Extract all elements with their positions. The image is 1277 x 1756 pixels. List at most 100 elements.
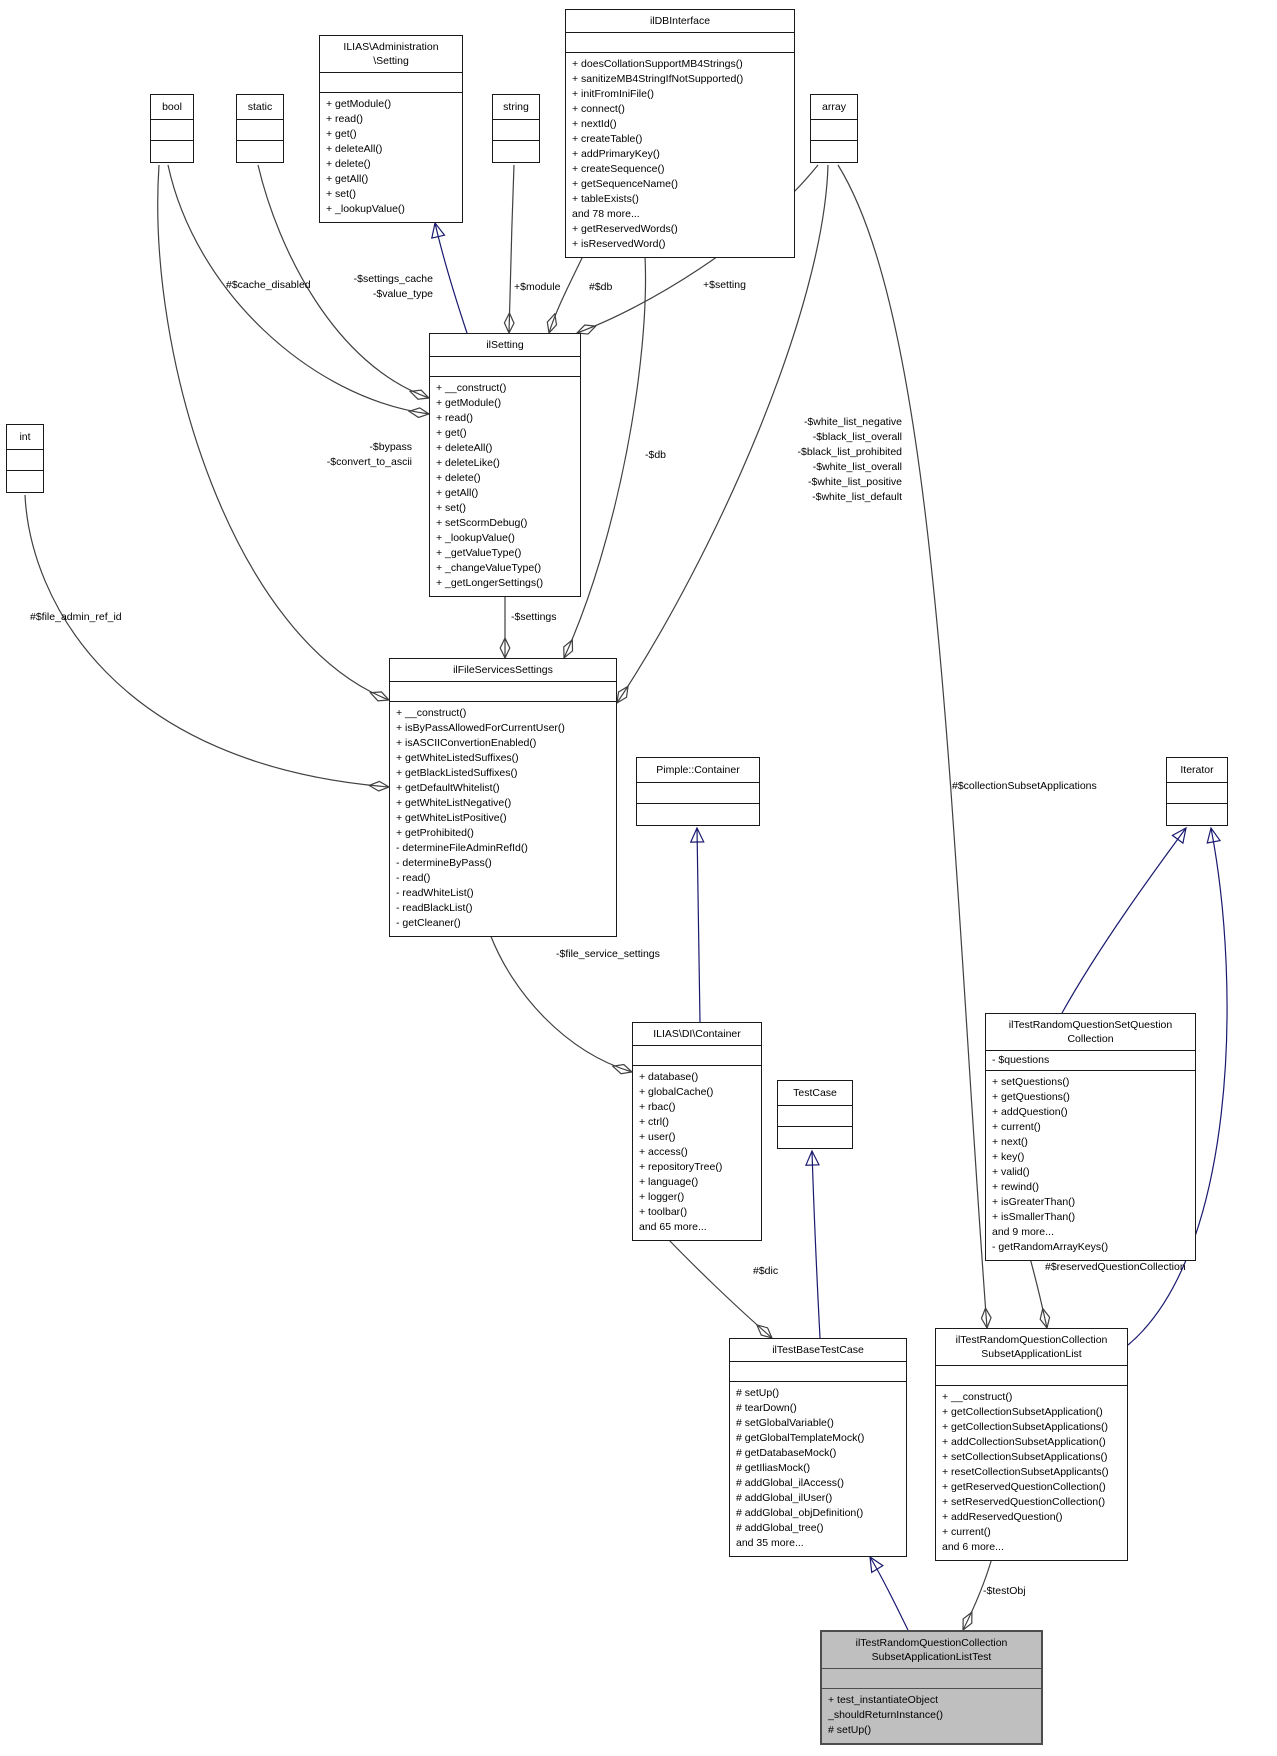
member-row: + key()	[992, 1151, 1025, 1163]
class-iltestrandomquestioncollectionsubsetapplicationlist[interactable]: ilTestRandomQuestionCollection SubsetApp…	[935, 1328, 1128, 1561]
member-row: + language()	[639, 1176, 699, 1188]
member-row: + isGreaterThan()	[992, 1196, 1076, 1208]
member-row: # tearDown()	[736, 1402, 797, 1414]
member-row: + read()	[436, 412, 474, 424]
member-row: + valid()	[992, 1166, 1030, 1178]
class-attributes	[936, 1366, 1127, 1386]
class-iterator: Iterator	[1166, 757, 1228, 826]
class-ildbinterface[interactable]: ilDBInterface + doesCollationSupportMB4S…	[565, 9, 795, 258]
class-iltestbasetestcase[interactable]: ilTestBaseTestCase # setUp() # tearDown()…	[729, 1338, 907, 1557]
class-title: static	[237, 95, 283, 120]
member-row: + getAll()	[436, 487, 479, 499]
member-row: -$white_list_overall	[812, 461, 902, 473]
member-row: + _getLongerSettings()	[436, 577, 544, 589]
edge-label-settings-cache: -$settings_cache-$value_type	[313, 272, 433, 302]
class-attributes	[637, 783, 759, 804]
class-methods: + doesCollationSupportMB4Strings()+ sani…	[566, 53, 794, 257]
member-row: - readWhiteList()	[396, 887, 474, 899]
member-row: + __construct()	[436, 382, 507, 394]
member-row: + database()	[639, 1071, 699, 1083]
class-ilias-administration-setting[interactable]: ILIAS\Administration \Setting + getModul…	[319, 35, 463, 223]
member-row: -$black_list_prohibited	[797, 446, 902, 458]
member-row: + initFromIniFile()	[572, 88, 654, 100]
inherit-subsetapplicationlist-iterator	[1127, 826, 1228, 1346]
member-row: -$convert_to_ascii	[326, 456, 412, 468]
class-int: int	[6, 424, 44, 493]
class-attributes	[822, 1669, 1041, 1689]
class-methods	[637, 804, 759, 825]
class-iltestrandomquestionsetquestioncollection[interactable]: ilTestRandomQuestionSetQuestion Collecti…	[985, 1013, 1196, 1261]
member-row: + rewind()	[992, 1181, 1039, 1193]
class-attributes	[811, 120, 857, 141]
member-row: # setUp()	[736, 1387, 780, 1399]
member-row: + _changeValueType()	[436, 562, 542, 574]
member-row: + nextId()	[572, 118, 617, 130]
member-row: + rbac()	[639, 1101, 676, 1113]
class-ilfileservicessettings[interactable]: ilFileServicesSettings + __construct() + …	[389, 658, 617, 937]
member-row: # setUp()	[828, 1724, 872, 1736]
edge-label-cache-disabled: #$cache_disabled	[226, 279, 311, 291]
edge-label-file-admin-ref-id: #$file_admin_ref_id	[30, 611, 122, 623]
class-bool: bool	[150, 94, 194, 163]
inherit-iltestbasetestcase-testcase	[805, 1149, 821, 1339]
edge-label-test-obj: -$testObj	[983, 1585, 1026, 1597]
class-title: string	[493, 95, 539, 120]
member-row: + getProhibited()	[396, 827, 474, 839]
member-row: + toolbar()	[639, 1206, 688, 1218]
edge-label-dic: #$dic	[753, 1265, 779, 1277]
member-row: + getAll()	[326, 173, 369, 185]
edge-ilfileservicessettings-dicontainer	[489, 933, 632, 1072]
class-testcase: TestCase	[777, 1080, 853, 1149]
member-row: + next()	[992, 1136, 1028, 1148]
member-row: + _lookupValue()	[326, 203, 405, 215]
member-row: -$bypass	[369, 441, 412, 453]
member-row: + connect()	[572, 103, 625, 115]
inherit-dicontainer-pimple	[689, 826, 705, 1023]
member-row: + delete()	[326, 158, 371, 170]
member-row: - $questions	[992, 1054, 1050, 1066]
class-ilsetting[interactable]: ilSetting + __construct()+ getModule()+ …	[429, 333, 581, 597]
member-row: + getBlackListedSuffixes()	[396, 767, 518, 779]
class-string: string	[492, 94, 540, 163]
member-row: # getDatabaseMock()	[736, 1447, 837, 1459]
class-methods	[151, 141, 193, 162]
edge-label-white-lists: -$white_list_negative-$black_list_overal…	[752, 415, 902, 505]
member-row: + repositoryTree()	[639, 1161, 723, 1173]
class-title: ilTestBaseTestCase	[730, 1339, 906, 1362]
member-row: and 65 more...	[639, 1221, 707, 1233]
member-row: + set()	[326, 188, 357, 200]
member-row: + setCollectionSubsetApplications()	[942, 1451, 1108, 1463]
class-methods: # setUp()# tearDown()# setGlobalVariable…	[730, 1382, 906, 1556]
member-row: + current()	[992, 1121, 1041, 1133]
member-row: -$value_type	[372, 288, 433, 300]
member-row: + getQuestions()	[992, 1091, 1070, 1103]
member-row: -$white_list_negative	[803, 416, 902, 428]
member-row: + deleteLike()	[436, 457, 500, 469]
member-row: # addGlobal_objDefinition()	[736, 1507, 864, 1519]
member-row: + isASCIIConvertionEnabled()	[396, 737, 537, 749]
member-row: + delete()	[436, 472, 481, 484]
inherit-test-iltestbasetestcase	[869, 1555, 909, 1631]
member-row: + setReservedQuestionCollection()	[942, 1496, 1106, 1508]
class-title: ilFileServicesSettings	[390, 659, 616, 682]
member-row: + getWhiteListNegative()	[396, 797, 512, 809]
member-row: -$white_list_default	[812, 491, 902, 503]
member-row: and 9 more...	[992, 1226, 1054, 1238]
class-ilias-di-container[interactable]: ILIAS\DI\Container + database()+ globalC…	[632, 1022, 762, 1241]
member-row: + sanitizeMB4StringIfNotSupported()	[572, 73, 744, 85]
edge-ildbinterface-ilsetting	[549, 255, 584, 333]
member-row: + isSmallerThan()	[992, 1211, 1076, 1223]
edge-bool-ilfileservicessettings	[157, 164, 389, 700]
member-row: - read()	[396, 872, 431, 884]
class-attributes	[390, 682, 616, 702]
member-row: + createSequence()	[572, 163, 665, 175]
member-row: + __construct()	[396, 707, 467, 719]
class-title: ILIAS\Administration \Setting	[320, 36, 462, 73]
member-row: + getCollectionSubsetApplications()	[942, 1421, 1109, 1433]
member-row: + _lookupValue()	[436, 532, 515, 544]
class-methods	[493, 141, 539, 162]
member-row: + getModule()	[326, 98, 392, 110]
member-row: + getWhiteListedSuffixes()	[396, 752, 519, 764]
member-row: + user()	[639, 1131, 676, 1143]
